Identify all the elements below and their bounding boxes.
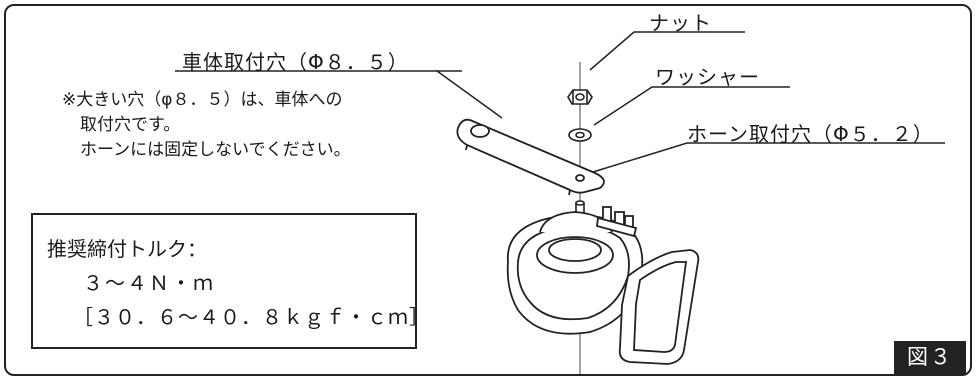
- horn-trumpet: [618, 249, 700, 365]
- nut-label: ナット: [649, 11, 712, 35]
- torque-value-nm: ３～４Ｎ・ｍ: [83, 271, 215, 295]
- torque-title: 推奨締付トルク：: [47, 237, 207, 261]
- note-line-2: 取付穴です。: [80, 115, 181, 135]
- horn-hole-label: ホーン取付穴（Φ５．２）: [687, 122, 934, 146]
- bracket-shape: [456, 118, 605, 196]
- nut-shape: [567, 89, 593, 105]
- note-line-1: ※大きい穴（φ８．５）は、車体への: [62, 90, 343, 110]
- body-hole-leader: [434, 70, 503, 119]
- torque-value-kgf: ［３０．６～４０．８ｋｇｆ・ｃｍ］: [73, 305, 430, 329]
- note-line-3: ホーンには固定しないでください。: [80, 140, 351, 160]
- body-hole-label: 車体取付穴（Φ８．５）: [182, 50, 409, 74]
- washer-leader: [593, 86, 790, 126]
- torque-spec-box: 推奨締付トルク： ３～４Ｎ・ｍ ［３０．６～４０．８ｋｇｆ・ｃｍ］: [31, 213, 429, 349]
- washer-label: ワッシャー: [655, 65, 760, 89]
- figure-number-badge: 図３: [894, 341, 966, 374]
- horn-hole-leader: [592, 142, 945, 173]
- figure-frame: [4, 4, 972, 376]
- nut-leader: [589, 31, 745, 71]
- washer-shape: [568, 128, 592, 142]
